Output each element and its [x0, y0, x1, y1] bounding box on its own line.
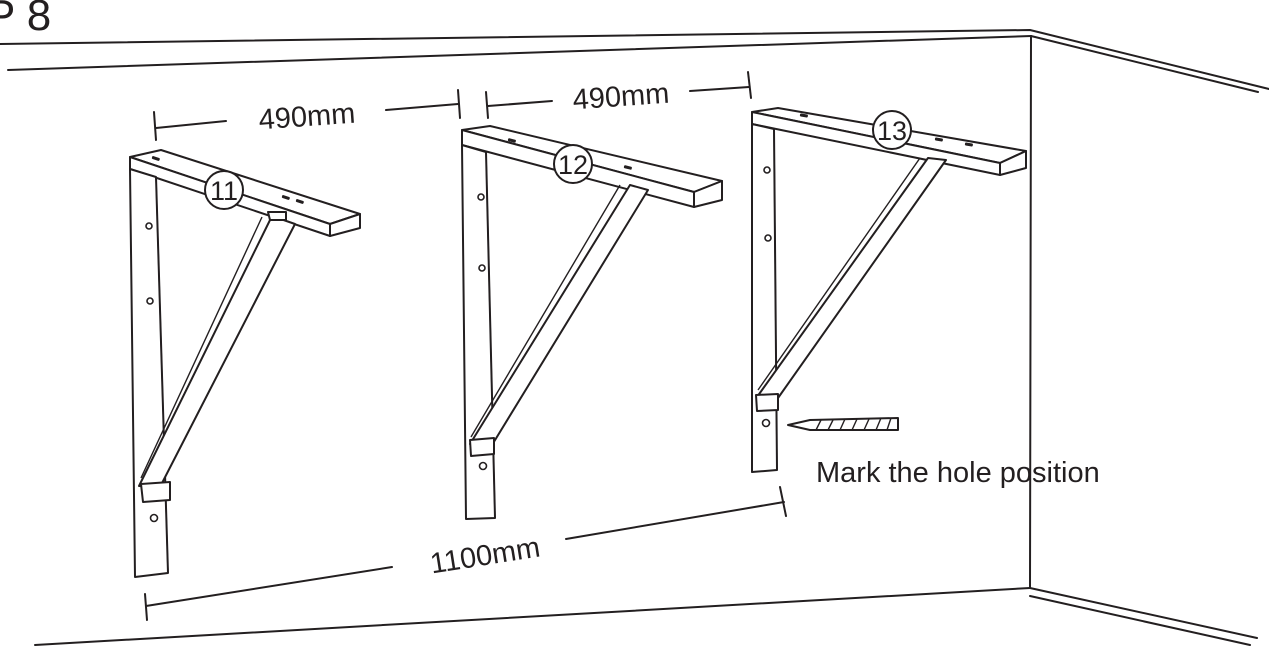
wall-outline — [0, 29, 1269, 646]
dimension-overall-label: 1100mm — [428, 532, 542, 581]
bracket-brace-foot — [140, 481, 171, 503]
badge-13 — [872, 110, 912, 150]
badge-12 — [553, 144, 593, 184]
dimension-spacing-2-label: 490mm — [572, 78, 671, 117]
bracket-brace-foot — [469, 437, 495, 457]
pencil-icon — [787, 417, 899, 431]
dimension-spacing-1-label: 490mm — [258, 98, 357, 137]
badge-11 — [204, 170, 244, 210]
bracket-brace — [138, 215, 296, 488]
bracket-13: 13 — [751, 107, 1027, 473]
dimension-spacing-2: 490mm — [485, 71, 752, 119]
bracket-brace — [469, 184, 649, 446]
dimension-spacing-1: 490mm — [153, 89, 461, 141]
bracket-arm-top — [129, 149, 361, 225]
ceiling-edge-upper — [0, 29, 1269, 90]
floor-side-edge-lower — [1029, 595, 1251, 646]
ceiling-edge-lower — [7, 35, 1032, 71]
bracket-12: 12 — [461, 125, 723, 520]
instruction-text: Mark the hole position — [816, 457, 1100, 489]
bracket-11: 11 — [129, 149, 361, 578]
ceiling-side-edge — [1030, 35, 1259, 93]
bracket-brace — [756, 157, 947, 399]
floor-side-edge — [1029, 587, 1258, 639]
floor-edge — [34, 587, 1031, 646]
wall-corner-edge — [1029, 35, 1032, 589]
badge-11-label: 11 — [210, 176, 238, 206]
badge-12-label: 12 — [558, 150, 588, 180]
step-label: P 8 — [0, 0, 51, 40]
badge-13-label: 13 — [877, 116, 907, 146]
bracket-brace-foot — [755, 393, 779, 412]
